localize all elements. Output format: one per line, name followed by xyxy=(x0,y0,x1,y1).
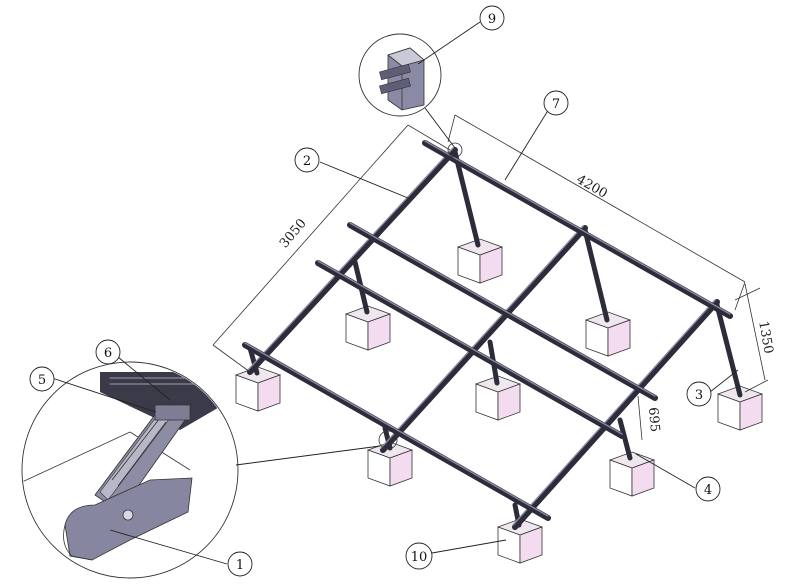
detail-bolt xyxy=(122,509,134,521)
purlin-mid xyxy=(380,225,588,453)
rail-top xyxy=(422,140,733,319)
rear-leg-3 xyxy=(714,302,743,398)
callout-5: 5 xyxy=(29,366,55,392)
callout-leaders xyxy=(51,21,739,565)
callout-2: 2 xyxy=(294,147,320,173)
callout-3: 3 xyxy=(686,381,712,407)
svg-text:1: 1 xyxy=(236,558,244,573)
zoom-marker-upper xyxy=(447,142,463,158)
rail-bottom-hl xyxy=(244,342,549,517)
dim-label-4200: 4200 xyxy=(574,172,610,202)
svg-text:5: 5 xyxy=(38,373,46,388)
purlin-left xyxy=(247,147,458,375)
svg-text:2: 2 xyxy=(303,154,311,169)
dimension-695: 695 xyxy=(637,395,662,441)
ballast-block-2 xyxy=(344,305,392,351)
dim-label-1350: 1350 xyxy=(755,320,776,355)
dimension-3050: 3050 xyxy=(212,124,451,373)
rail-3 xyxy=(315,260,625,439)
rail-2 xyxy=(347,222,658,401)
purlin-right xyxy=(512,299,720,530)
detail-view-clamp xyxy=(21,361,239,579)
dim-label-3050: 3050 xyxy=(277,216,310,251)
rail-2-hl xyxy=(349,222,656,397)
callout-1: 1 xyxy=(227,551,253,577)
ballast-block-8 xyxy=(608,451,656,497)
rail-top-hl xyxy=(424,140,731,315)
purlin-mid-hl xyxy=(380,225,584,449)
purlin-right-hl xyxy=(512,299,716,526)
zoom-marker-lower xyxy=(378,430,398,450)
detail-clamp-plate xyxy=(154,404,191,421)
callout-6: 6 xyxy=(95,339,121,365)
sloped-purlins xyxy=(247,147,720,530)
rail-3-hl xyxy=(317,260,623,435)
ballast-block-1 xyxy=(456,238,504,284)
svg-text:3: 3 xyxy=(695,388,703,403)
callout-7: 7 xyxy=(543,90,569,116)
callout-10: 10 xyxy=(405,542,433,570)
svg-text:9: 9 xyxy=(488,12,496,27)
front-legs xyxy=(247,259,633,528)
mid-leg-3 xyxy=(617,417,633,461)
svg-text:4: 4 xyxy=(704,483,712,498)
callout-4: 4 xyxy=(695,476,721,502)
rear-leg-2 xyxy=(582,227,610,323)
svg-text:6: 6 xyxy=(104,346,112,361)
detail-view-post xyxy=(358,33,442,117)
horizontal-rails xyxy=(242,140,733,521)
dimension-1350: 1350 xyxy=(734,283,776,393)
purlin-left-hl xyxy=(247,147,454,371)
dim-label-695: 695 xyxy=(645,407,662,433)
rear-legs xyxy=(452,149,743,398)
rear-leg-1 xyxy=(452,149,481,248)
svg-text:10: 10 xyxy=(411,550,428,565)
ballast-blocks xyxy=(234,238,764,564)
rail-bottom xyxy=(242,342,551,521)
svg-text:7: 7 xyxy=(552,97,560,112)
callout-9: 9 xyxy=(479,5,505,31)
